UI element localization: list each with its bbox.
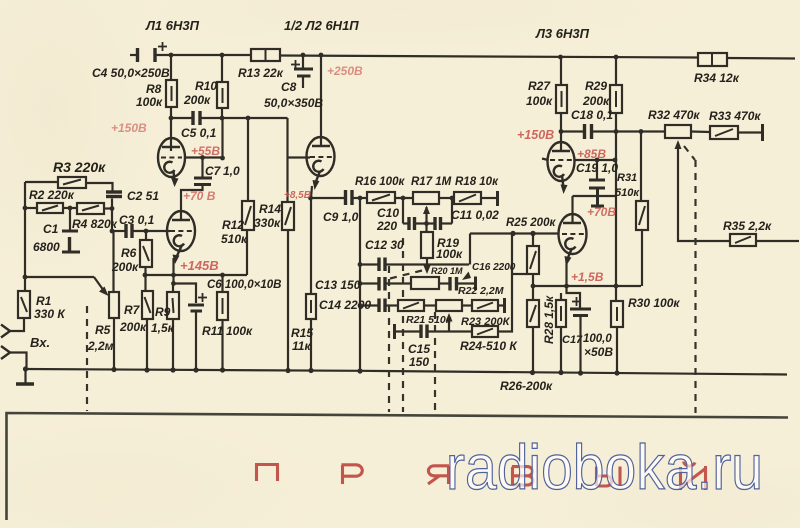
svg-text:C9 1,0: C9 1,0 <box>323 210 359 224</box>
svg-text:+70 В: +70 В <box>183 189 216 203</box>
svg-text:C7: C7 <box>205 164 222 178</box>
svg-text:R10: R10 <box>195 79 217 93</box>
svg-text:C14 2200: C14 2200 <box>319 298 371 312</box>
svg-text:C4 50,0×250В: C4 50,0×250В <box>92 66 170 80</box>
svg-text:+150В: +150В <box>111 121 147 135</box>
svg-text:Л3 6Н3П: Л3 6Н3П <box>535 26 590 41</box>
svg-text:+8,5В: +8,5В <box>284 190 311 201</box>
svg-text:R21 510к: R21 510к <box>406 314 452 326</box>
svg-text:R12: R12 <box>222 218 244 232</box>
svg-text:330 К: 330 К <box>34 307 66 321</box>
svg-text:C17: C17 <box>562 334 583 346</box>
svg-text:R5: R5 <box>95 323 111 337</box>
svg-text:C15: C15 <box>408 342 430 356</box>
svg-text:220: 220 <box>376 219 397 233</box>
svg-text:200к: 200к <box>582 94 610 108</box>
svg-text:R13 22к: R13 22к <box>238 66 284 80</box>
svg-text:R19: R19 <box>437 236 459 250</box>
svg-text:C16 2200: C16 2200 <box>472 262 516 273</box>
svg-text:+70В: +70В <box>587 205 616 219</box>
svg-text:R28 1,5к: R28 1,5к <box>542 295 556 344</box>
svg-text:R32 470к: R32 470к <box>648 108 700 122</box>
svg-text:R22 2,2М: R22 2,2М <box>458 285 504 297</box>
svg-text:R26-200к: R26-200к <box>500 379 553 393</box>
svg-text:100к: 100к <box>436 247 463 261</box>
svg-text:R8: R8 <box>146 82 162 96</box>
svg-text:R9: R9 <box>155 305 171 319</box>
svg-text:C19 1,0: C19 1,0 <box>576 161 618 175</box>
svg-text:Вх.: Вх. <box>30 335 50 350</box>
svg-text:R29: R29 <box>585 79 607 93</box>
svg-text:R23 200К: R23 200К <box>461 316 511 328</box>
svg-text:C2 51: C2 51 <box>127 189 159 203</box>
svg-text:R15: R15 <box>291 326 313 340</box>
svg-text:C13 150: C13 150 <box>315 278 361 292</box>
svg-text:100,0: 100,0 <box>583 333 612 345</box>
svg-text:2,2м: 2,2м <box>87 339 114 353</box>
svg-text:R17 1М: R17 1М <box>411 176 452 188</box>
svg-text:1/2 Л2 6Н1П: 1/2 Л2 6Н1П <box>284 18 359 33</box>
svg-text:C6 100,0×10В: C6 100,0×10В <box>207 279 282 291</box>
svg-text:200к: 200к <box>111 260 139 274</box>
svg-text:C12 30: C12 30 <box>365 238 404 252</box>
svg-text:R35 2,2к: R35 2,2к <box>723 219 772 233</box>
svg-text:330к: 330к <box>254 216 281 230</box>
svg-text:R3 220к: R3 220к <box>53 159 106 175</box>
svg-text:100к: 100к <box>526 94 553 108</box>
svg-text:150: 150 <box>409 355 429 369</box>
svg-text:R1: R1 <box>36 294 52 308</box>
svg-text:1,0: 1,0 <box>223 164 240 178</box>
svg-text:R4 820к: R4 820к <box>72 217 118 231</box>
svg-text:+145В: +145В <box>180 258 219 273</box>
svg-text:C3 0,1: C3 0,1 <box>119 213 155 227</box>
svg-text:C18 0,1: C18 0,1 <box>571 108 613 122</box>
svg-text:R16 100к: R16 100к <box>355 176 405 188</box>
svg-text:6800: 6800 <box>33 240 60 254</box>
svg-text:R2 220к: R2 220к <box>29 188 75 202</box>
svg-text:R30 100к: R30 100к <box>628 296 680 310</box>
svg-text:100к: 100к <box>226 324 253 338</box>
svg-text:radioboka.ru: radioboka.ru <box>446 433 763 503</box>
svg-text:50,0×350В: 50,0×350В <box>264 96 323 110</box>
svg-text:R14: R14 <box>259 202 281 216</box>
svg-text:11к: 11к <box>292 339 311 353</box>
svg-text:510к: 510к <box>221 232 248 246</box>
svg-text:510к: 510к <box>615 187 640 199</box>
svg-text:R24-510 К: R24-510 К <box>460 339 518 353</box>
svg-text:×50В: ×50В <box>584 345 613 359</box>
svg-text:R27: R27 <box>528 79 551 93</box>
svg-text:200к: 200к <box>183 93 211 107</box>
svg-text:100к: 100к <box>136 95 163 109</box>
svg-text:+85В: +85В <box>577 147 606 161</box>
svg-text:R20 1М: R20 1М <box>431 266 463 276</box>
svg-text:R25 200к: R25 200к <box>506 217 556 229</box>
svg-text:+250В: +250В <box>327 64 363 78</box>
svg-text:R6: R6 <box>121 246 137 260</box>
svg-text:+55В: +55В <box>191 144 220 158</box>
svg-text:+150В: +150В <box>517 128 554 142</box>
svg-text:1,5к: 1,5к <box>151 321 175 335</box>
svg-text:R34 12к: R34 12к <box>694 71 740 85</box>
svg-text:C10: C10 <box>377 206 399 220</box>
svg-text:200к: 200к <box>119 320 147 334</box>
svg-text:R33 470к: R33 470к <box>709 109 761 123</box>
svg-text:C8: C8 <box>281 80 297 94</box>
svg-text:C11 0,02: C11 0,02 <box>451 208 499 222</box>
svg-text:+1,5В: +1,5В <box>571 270 604 284</box>
svg-text:R11: R11 <box>202 324 223 338</box>
svg-text:C5 0,1: C5 0,1 <box>181 126 217 140</box>
svg-text:R31: R31 <box>617 172 637 184</box>
svg-text:R18 10к: R18 10к <box>455 176 499 188</box>
svg-text:C1: C1 <box>43 222 59 236</box>
svg-text:Л1 6Н3П: Л1 6Н3П <box>145 18 200 33</box>
svg-text:R7: R7 <box>124 303 141 317</box>
